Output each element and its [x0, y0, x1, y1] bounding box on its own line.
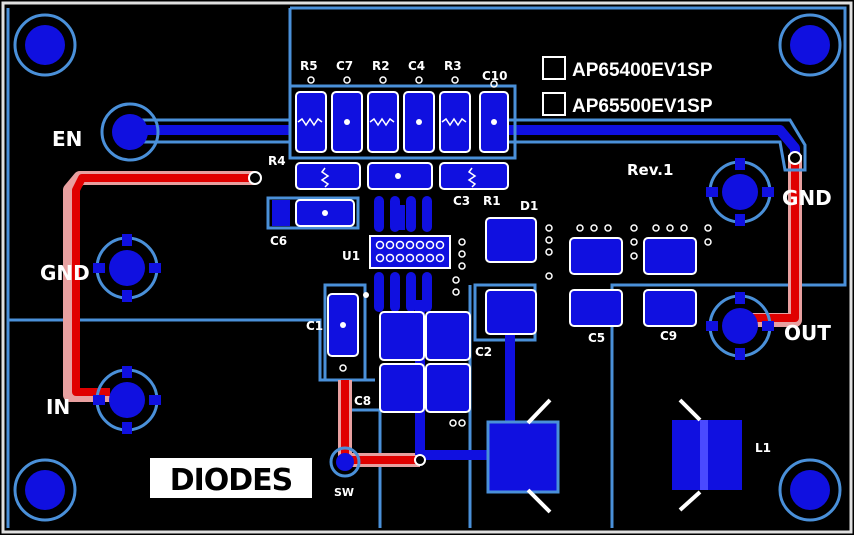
en-pad	[100, 102, 160, 162]
c3-label: C3	[453, 194, 470, 208]
in-label: IN	[46, 395, 70, 419]
c1-label: C1	[306, 319, 323, 333]
out-pad	[706, 292, 774, 360]
top-passives	[288, 76, 517, 160]
c2-c8-footprint	[379, 311, 471, 427]
part-number-2: AP65500EV1SP	[572, 96, 713, 117]
en-label: EN	[52, 127, 82, 151]
gnd-right-label: GND	[782, 186, 832, 210]
mounting-hole-br	[778, 458, 842, 522]
c9-label: C9	[660, 329, 677, 343]
out-label: OUT	[784, 321, 831, 345]
r4-label: R4	[268, 154, 286, 168]
mid-passives	[295, 162, 509, 190]
sw-via	[414, 454, 426, 466]
gnd-right-pad	[706, 158, 774, 226]
checkbox-ap65400	[542, 56, 566, 80]
c5-c9-footprint	[569, 224, 712, 327]
r1-label: R1	[483, 194, 501, 208]
c10-label: C10	[482, 69, 508, 83]
part-number-1: AP65400EV1SP	[572, 60, 713, 81]
c5-label: C5	[588, 331, 605, 345]
mounting-hole-tl	[13, 13, 77, 77]
c4-label: C4	[408, 59, 425, 73]
l1-footprint	[486, 398, 742, 514]
gnd-left-label: GND	[40, 261, 90, 285]
r2-label: R2	[372, 59, 390, 73]
r3-label: R3	[444, 59, 462, 73]
mounting-holes	[13, 13, 842, 522]
l1-label: L1	[755, 441, 771, 455]
sw-pad	[329, 446, 361, 478]
u1-footprint	[363, 196, 466, 312]
mounting-hole-tr	[778, 13, 842, 77]
gnd-via	[788, 151, 802, 165]
logo-text: DIODES	[170, 463, 293, 498]
d1-label: D1	[520, 199, 538, 213]
c2-label: C2	[475, 345, 492, 359]
part-number-checkboxes	[542, 56, 566, 116]
checkbox-ap65500	[542, 92, 566, 116]
mounting-hole-bl	[13, 458, 77, 522]
u1-label: U1	[342, 249, 360, 263]
c1-footprint	[327, 293, 359, 372]
d1-footprint	[485, 217, 553, 335]
sw-label: SW	[334, 486, 354, 499]
gnd-left-pad	[93, 234, 161, 302]
in-pad	[93, 366, 161, 434]
silkscreen-labels: AP65400EV1SP AP65500EV1SP Rev.1 EN GND I…	[40, 59, 832, 499]
diodes-logo: DIODES	[150, 458, 312, 498]
revision-label: Rev.1	[627, 161, 673, 179]
r4-via	[248, 171, 262, 185]
r5-label: R5	[300, 59, 318, 73]
terminal-pads	[93, 102, 802, 478]
c7-label: C7	[336, 59, 353, 73]
c8-label: C8	[354, 394, 371, 408]
c6-label: C6	[270, 234, 287, 248]
c6-footprint	[266, 196, 360, 230]
